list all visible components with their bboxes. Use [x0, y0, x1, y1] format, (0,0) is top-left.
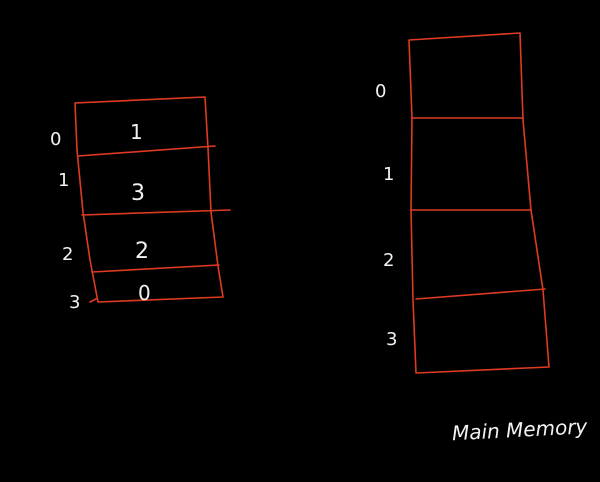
- page-table-divider-2: [81, 209, 231, 216]
- main-memory-divider-3: [415, 288, 546, 300]
- page-table-value-2: 2: [135, 239, 149, 264]
- page-table-tail: [89, 298, 97, 303]
- page-table-value-1: 3: [131, 181, 145, 206]
- main-memory-label: Main Memory: [451, 414, 589, 445]
- page-table-value-0: 1: [130, 120, 143, 144]
- page-table-index-2: 2: [62, 244, 73, 265]
- main-memory-index-2: 2: [383, 250, 394, 271]
- page-table-outline: [74, 96, 224, 303]
- page-table: 0 1 2 3 1 3 2 0: [50, 96, 231, 313]
- page-table-divider-1: [77, 145, 216, 157]
- main-memory: 0 1 2 3 Main Memory: [375, 32, 589, 445]
- page-table-index-1: 1: [58, 170, 69, 191]
- main-memory-index-1: 1: [383, 164, 394, 185]
- page-table-value-3: 0: [138, 281, 151, 305]
- main-memory-index-3: 3: [386, 329, 397, 350]
- page-table-divider-3: [91, 264, 220, 273]
- page-table-index-3: 3: [69, 292, 80, 313]
- main-memory-index-0: 0: [375, 81, 386, 102]
- main-memory-outline: [408, 32, 550, 374]
- page-table-index-0: 0: [50, 129, 61, 150]
